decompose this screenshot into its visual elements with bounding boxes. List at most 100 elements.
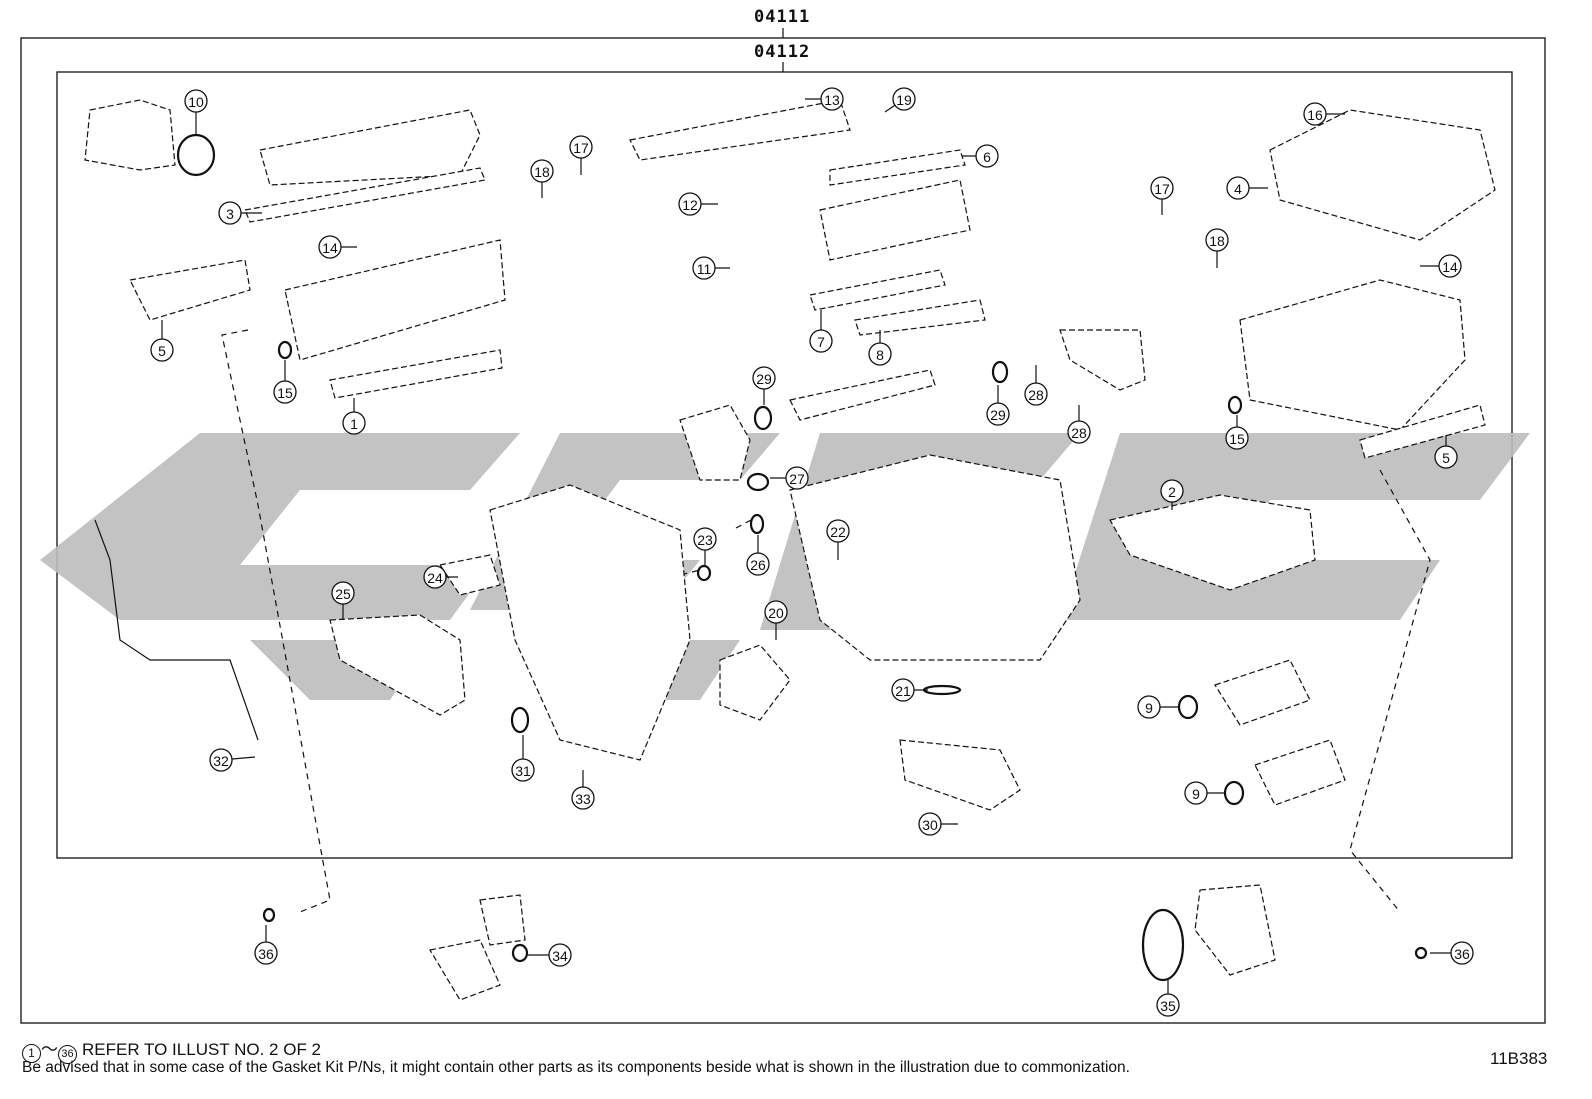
callout-28: 28 <box>1067 405 1091 444</box>
callout-number: 17 <box>573 140 589 156</box>
callout-14: 14 <box>1420 254 1462 278</box>
outer-part-number: 04111 <box>754 7 811 27</box>
footnote-end-circle: 36 <box>58 1045 77 1064</box>
inner-part-number: 04112 <box>754 42 811 62</box>
callout-circle <box>254 941 278 965</box>
callout-number: 10 <box>188 94 204 110</box>
illustration-code: 11B383 <box>1490 1049 1548 1068</box>
callout-circle <box>1067 420 1091 444</box>
callout-35: 35 <box>1156 980 1180 1017</box>
callout-number: 17 <box>1154 181 1170 197</box>
callout-23: 23 <box>693 527 717 565</box>
callout-6: 6 <box>962 144 999 168</box>
callout-circle <box>530 159 554 183</box>
callout-number: 3 <box>226 206 234 222</box>
callout-circle <box>571 786 595 810</box>
callout-number: 16 <box>1307 107 1323 123</box>
callout-circle <box>184 89 208 113</box>
callout-number: 18 <box>534 164 550 180</box>
callout-circle <box>318 235 342 259</box>
callout-26: 26 <box>746 535 770 576</box>
callout-14: 14 <box>318 235 357 259</box>
callout-circle <box>785 466 809 490</box>
callout-18: 18 <box>530 159 554 198</box>
callout-33: 33 <box>571 770 595 810</box>
callout-circle <box>752 366 776 390</box>
callout-12: 12 <box>678 192 718 216</box>
callout-29: 29 <box>752 366 776 405</box>
callout-circle <box>764 600 788 624</box>
callout-16: 16 <box>1303 102 1345 126</box>
callout-circle <box>746 552 770 576</box>
callout-circle <box>423 565 447 589</box>
callout-number: 29 <box>756 371 772 387</box>
callout-11: 11 <box>692 256 730 280</box>
callout-circle <box>342 411 366 435</box>
callout-17: 17 <box>569 135 593 175</box>
callout-circle <box>548 943 572 967</box>
callout-number: 30 <box>922 817 938 833</box>
callout-circle <box>891 678 915 702</box>
callout-circle <box>918 812 942 836</box>
callout-number: 21 <box>895 683 911 699</box>
callout-9: 9 <box>1137 695 1178 719</box>
callout-number: 27 <box>789 471 805 487</box>
callout-10: 10 <box>184 89 208 135</box>
callout-34: 34 <box>528 943 572 967</box>
callout-circle <box>826 519 850 543</box>
callout-number: 28 <box>1028 387 1044 403</box>
callout-circle <box>1184 781 1208 805</box>
callout-number: 14 <box>1442 259 1458 275</box>
callout-number: 28 <box>1071 425 1087 441</box>
callout-36: 36 <box>1430 941 1474 965</box>
callout-circle <box>1438 254 1462 278</box>
callout-number: 20 <box>768 605 784 621</box>
callout-number: 7 <box>817 334 825 350</box>
callout-circle <box>678 192 702 216</box>
callout-number: 35 <box>1160 998 1176 1014</box>
callout-circle <box>150 338 174 362</box>
callout-circle <box>1303 102 1327 126</box>
callout-22: 22 <box>826 519 850 560</box>
callout-number: 34 <box>552 948 568 964</box>
callout-number: 9 <box>1145 700 1153 716</box>
callout-circle <box>693 527 717 551</box>
callout-7: 7 <box>809 310 833 353</box>
callout-number: 12 <box>682 197 698 213</box>
callout-21: 21 <box>891 678 928 702</box>
callout-20: 20 <box>764 600 788 640</box>
callout-number: 15 <box>277 385 293 401</box>
callout-circle <box>1226 176 1250 200</box>
callout-number: 29 <box>990 407 1006 423</box>
callout-circle <box>892 87 916 111</box>
footnote-start-circle: 1 <box>22 1044 41 1063</box>
callout-circle <box>868 342 892 366</box>
callout-circle <box>809 329 833 353</box>
callout-circle <box>1024 382 1048 406</box>
footnote-tilde: ～ <box>41 1040 58 1059</box>
callout-circle <box>331 581 355 605</box>
callout-15: 15 <box>1225 415 1249 450</box>
callout-28: 28 <box>1024 365 1048 406</box>
callout-number: 4 <box>1234 181 1242 197</box>
callout-circle <box>1205 228 1229 252</box>
callout-8: 8 <box>868 330 892 366</box>
callout-number: 13 <box>824 92 840 108</box>
callout-circle <box>1450 941 1474 965</box>
callout-number: 8 <box>876 347 884 363</box>
callout-circle <box>511 758 535 782</box>
callout-2: 2 <box>1160 479 1184 510</box>
footnote-disclaimer: Be advised that in some case of the Gask… <box>22 1059 1130 1076</box>
callout-circle <box>986 402 1010 426</box>
callout-19: 19 <box>884 87 916 113</box>
callout-circle <box>692 256 716 280</box>
callout-circle <box>569 135 593 159</box>
part-outlines <box>84 99 1496 1001</box>
callout-circle <box>820 87 844 111</box>
callout-circle <box>1156 993 1180 1017</box>
callout-1: 1 <box>342 398 366 435</box>
callout-circle <box>1150 176 1174 200</box>
callout-36: 36 <box>254 925 278 965</box>
callout-circle <box>1434 445 1458 469</box>
